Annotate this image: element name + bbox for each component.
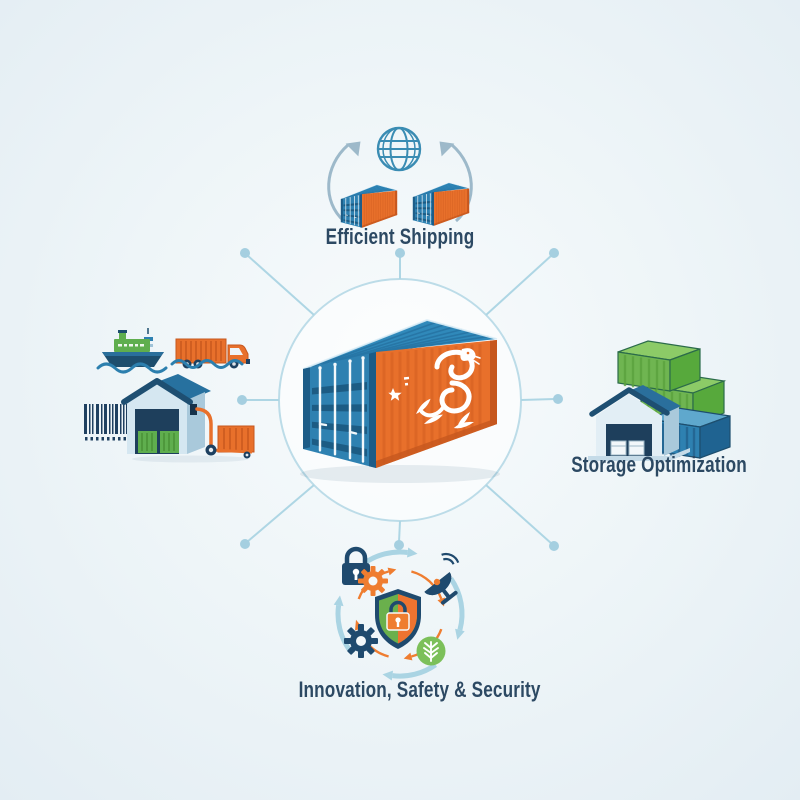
container-shadow [300, 465, 500, 483]
cargo-ship-icon [96, 328, 168, 374]
center-container-icon [300, 318, 500, 483]
star-icon [388, 388, 402, 401]
waves [96, 362, 168, 374]
label-efficient-shipping: Efficient Shipping [325, 224, 475, 249]
spoke-lines [245, 254, 556, 545]
spoke-dots [237, 248, 563, 551]
gear-orange-icon [358, 566, 388, 596]
warehouse-icon [121, 374, 248, 463]
cycle-arrowheads-blue [333, 547, 465, 681]
exchange-arrow-left-icon [327, 141, 361, 223]
node-logistics-cluster-icon [84, 328, 255, 463]
storage-boxes [610, 440, 645, 456]
waves [170, 359, 244, 369]
shield-lock-icon [375, 589, 421, 649]
green-doors [138, 431, 179, 453]
handcart-icon [195, 407, 255, 459]
dragon-art [388, 348, 481, 433]
node-innovation-safety-security-icon [333, 546, 465, 681]
container-icon [412, 182, 470, 227]
eco-leaf-icon [416, 636, 446, 666]
wifi-signal-icon [441, 553, 460, 565]
dragon-head [460, 348, 476, 361]
node-efficient-shipping-icon [327, 126, 473, 229]
cycle-arrows-blue-icon [335, 549, 465, 679]
warehouse-icon [588, 385, 690, 461]
truck-icon [170, 338, 250, 369]
label-innovation-safety-security: Innovation, Safety & Security [298, 677, 541, 702]
satellite-dish-icon [424, 553, 460, 605]
node-storage-optimization-icon [588, 340, 731, 461]
globe-icon [376, 126, 422, 172]
wall-vent [190, 404, 197, 415]
container-icon [340, 184, 398, 229]
label-storage-optimization: Storage Optimization [571, 452, 747, 477]
gear-navy-icon [344, 624, 378, 658]
